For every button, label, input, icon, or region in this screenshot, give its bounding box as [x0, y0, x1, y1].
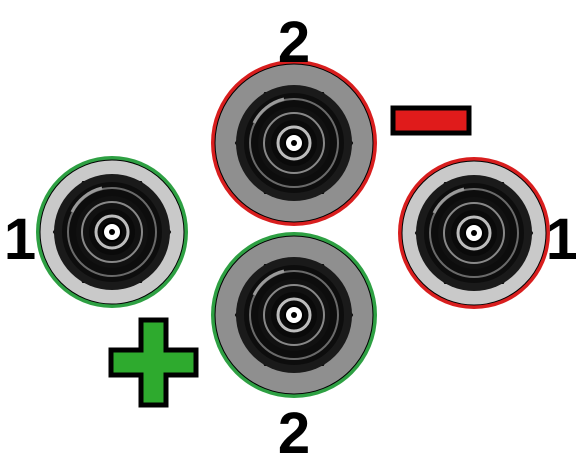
connector-right	[398, 157, 550, 309]
connector-left	[36, 156, 188, 308]
minus-symbol	[393, 108, 469, 133]
connector-top	[211, 60, 377, 226]
label-right: 1	[546, 207, 576, 272]
label-bottom: 2	[278, 401, 310, 457]
label-left: 1	[4, 207, 36, 272]
connector-bottom	[211, 232, 377, 398]
plus-symbol	[111, 320, 196, 405]
label-top: 2	[278, 10, 310, 75]
